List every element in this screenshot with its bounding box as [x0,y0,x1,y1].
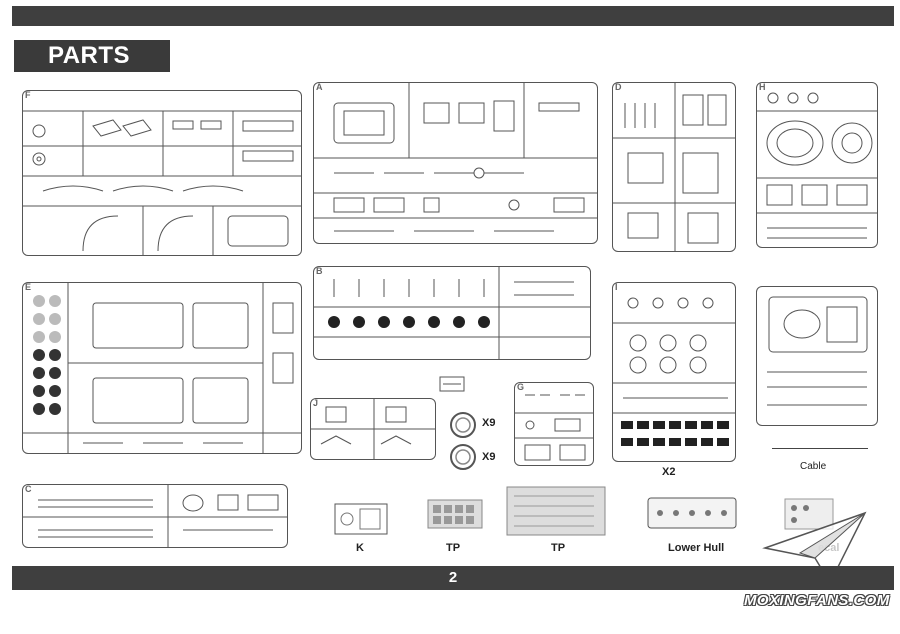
part-label-k: K [356,542,364,554]
sprue-j: J [310,398,436,460]
footer-bar: 2 [12,566,894,590]
sprue-i-parts [613,297,735,446]
decal-sheet [784,498,834,530]
part-label-tp-2: TP [551,542,566,554]
sprue-letter: D [615,82,622,92]
cable-label: Cable [800,461,827,472]
sprue-c: C [22,484,288,548]
sprue-d: D [612,82,736,252]
part-label-tp-1: TP [446,542,461,554]
sprue-letter: I [615,282,618,292]
sprue-letter: G [517,382,525,392]
lower-hull-part [647,497,737,529]
sprue-letter: C [25,484,32,494]
sprue-b: B [313,266,591,360]
sprue-j-parts [311,399,435,459]
page-number: 2 [448,569,458,586]
sprue-h-parts [757,92,877,239]
sprue-e-parts [23,283,301,453]
track-quantity: X2 [662,466,676,478]
sprue-g: G [514,382,594,466]
photo-etch-sheet-2 [506,486,606,536]
cable-line [772,448,868,449]
part-label-lower-hull: Lower Hull [668,542,725,554]
upper-hull-sprue [756,286,878,426]
sprue-letter: H [759,82,766,92]
wheel-quantity-1: X9 [482,417,496,429]
sprue-f: F [22,90,302,256]
sprue-f-parts [23,110,301,255]
small-part [439,376,465,392]
watermark-text: MOXINGFANS.COM [744,592,890,609]
wheel-quantity-2: X9 [482,451,496,463]
sprue-a: A [313,82,598,244]
sprue-letter: J [313,398,319,408]
clear-parts-k [334,503,388,535]
top-header-bar [12,6,894,26]
sprue-a-parts [314,83,597,232]
sprue-letter: B [316,266,323,276]
sprue-i: I [612,282,736,462]
sprue-h: H [756,82,878,248]
road-wheel-part [450,444,476,470]
upper-hull-parts [767,296,868,406]
sprue-g-parts [515,394,593,461]
sprue-letter: A [316,82,323,92]
page-heading: PARTS [14,40,170,72]
sprue-d-parts [613,83,735,251]
road-wheel-part [450,412,476,438]
sprue-b-parts [314,267,590,359]
sprue-letter: E [25,282,32,292]
sprue-c-parts [23,485,287,547]
sprue-e: E [22,282,302,454]
photo-etch-sheet-1 [427,499,483,529]
sprue-letter: F [25,90,31,100]
